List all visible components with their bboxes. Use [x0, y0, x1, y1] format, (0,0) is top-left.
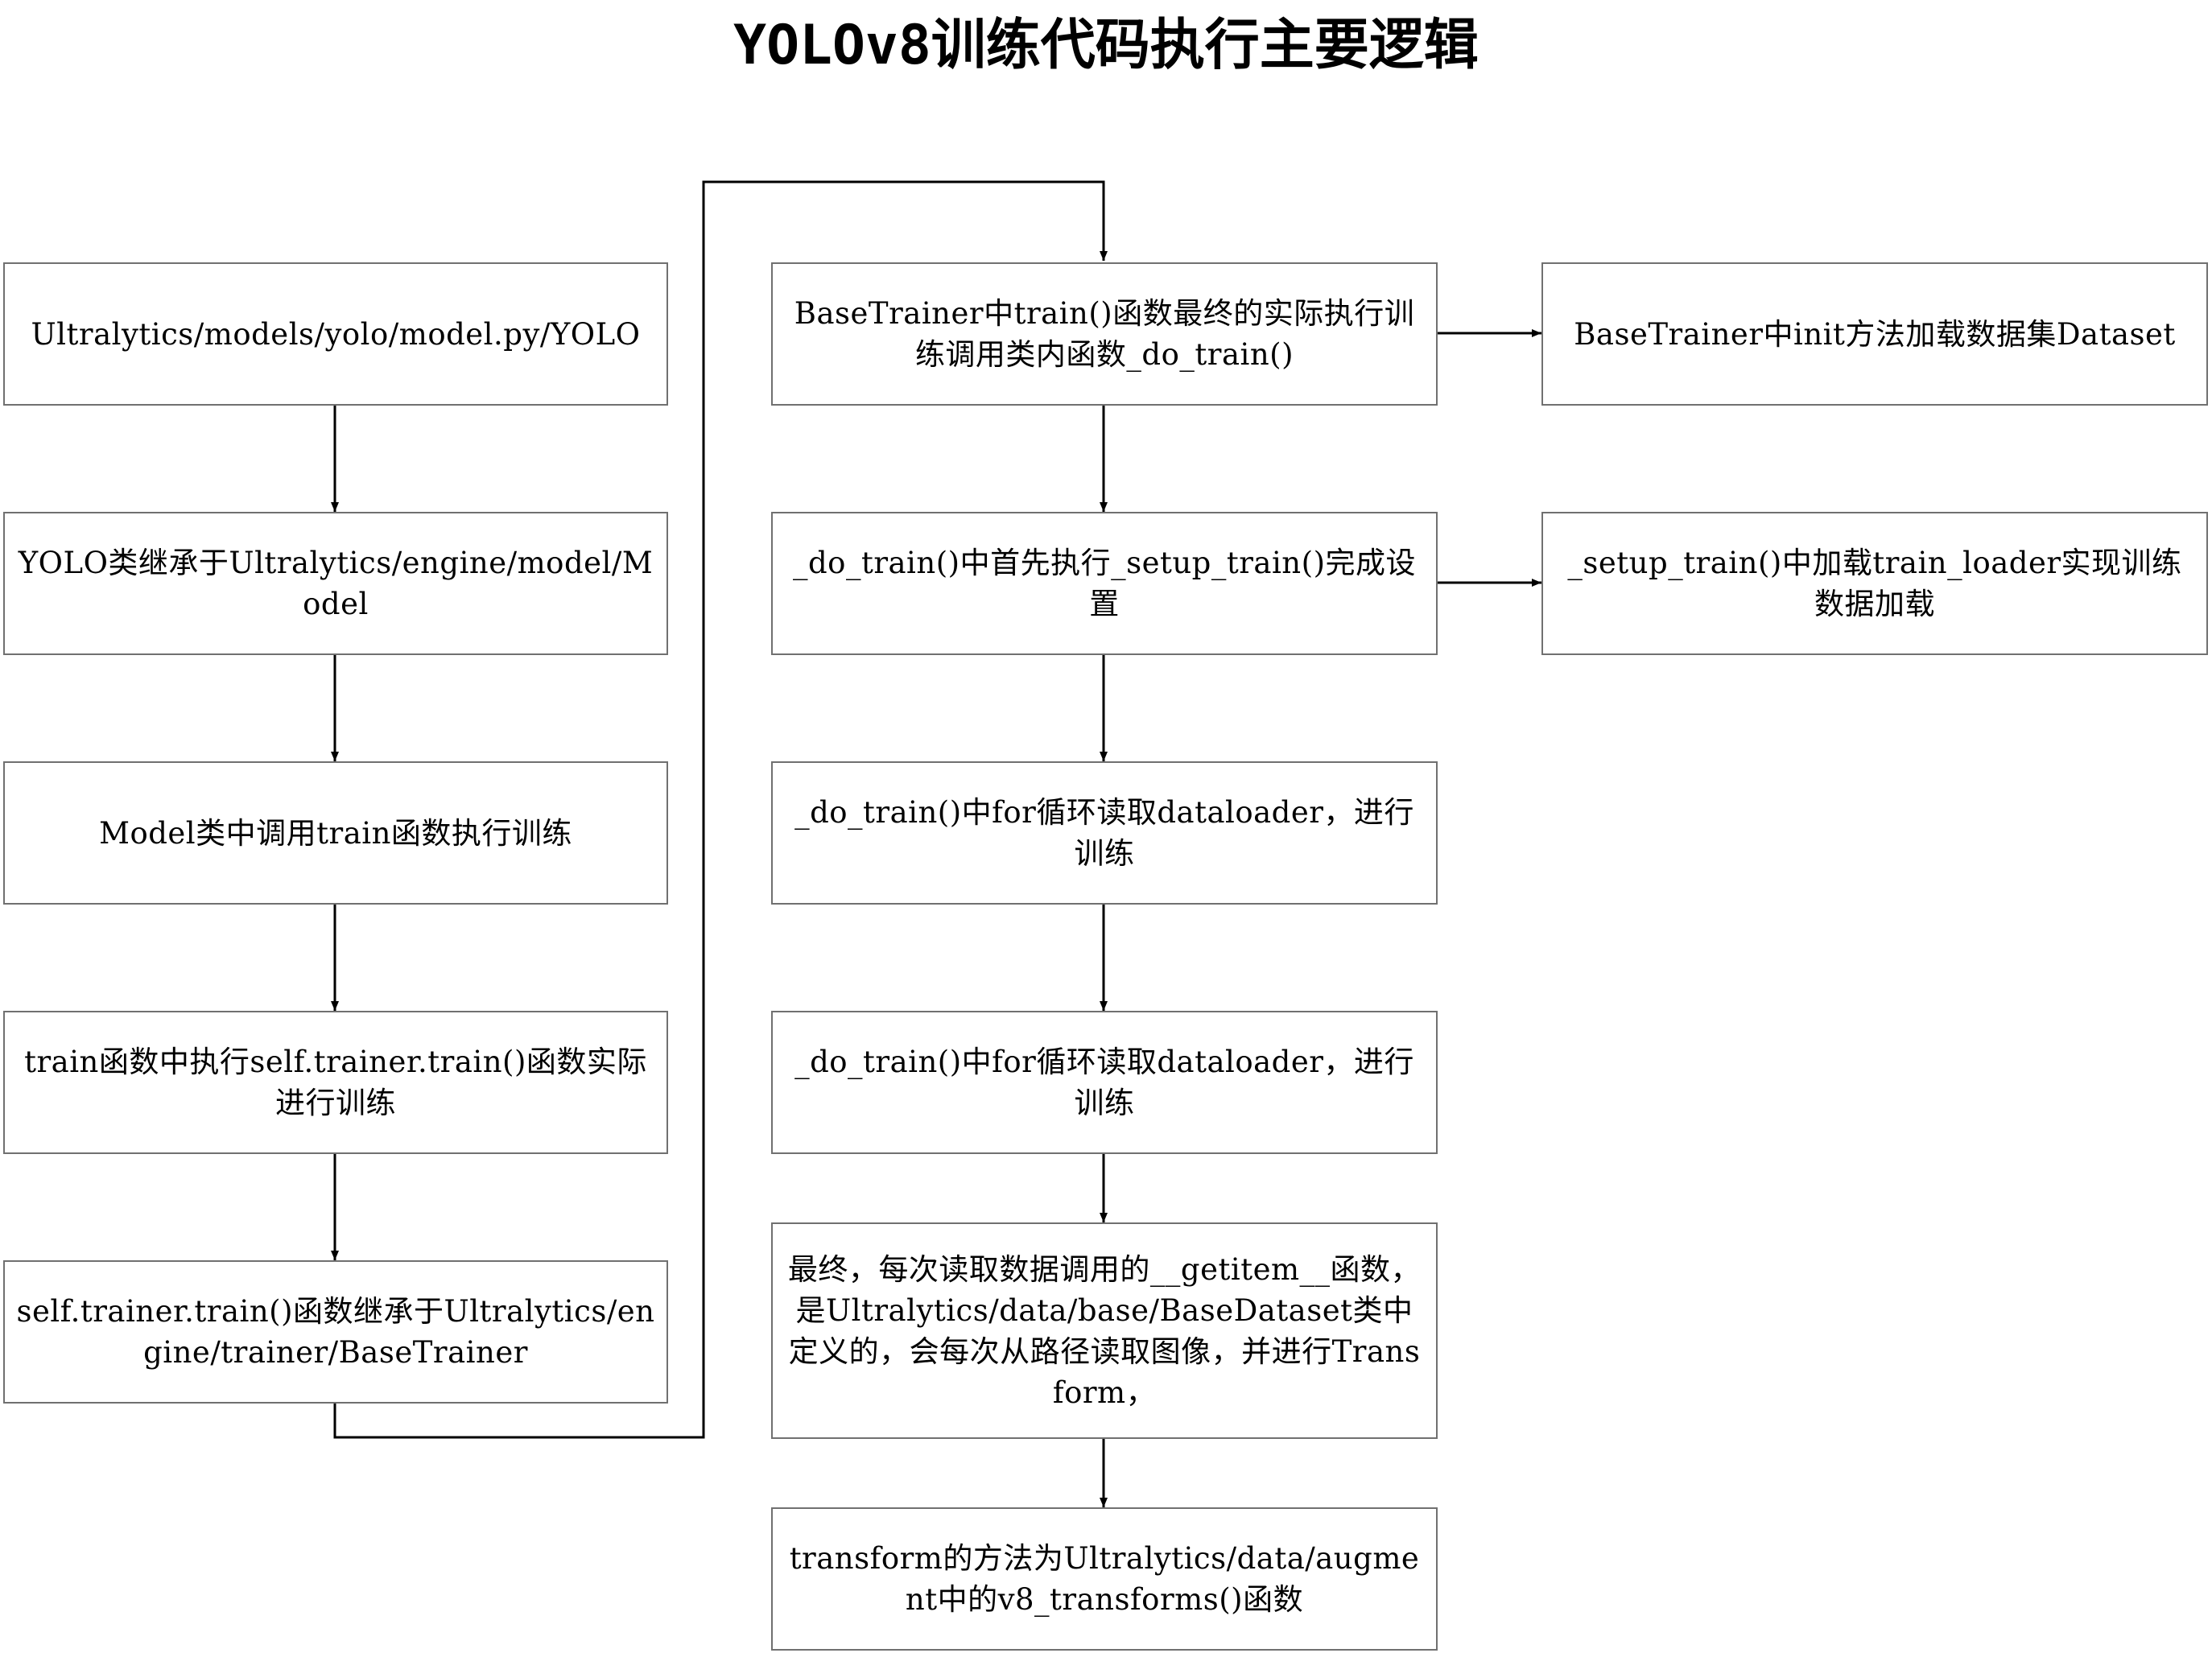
node-yolo-model: Ultralytics/models/yolo/model.py/YOLO [3, 262, 668, 406]
node-yolo-model-label: Ultralytics/models/yolo/model.py/YOLO [31, 316, 641, 352]
node-dataloader-loop-2-label: _do_train()中for循环读取dataloader，进行训练 [794, 1045, 1414, 1120]
node-basetrainer-train: BaseTrainer中train()函数最终的实际执行训练调用类内函数_do_… [771, 262, 1438, 406]
node-yolo-inherits-model-label: YOLO类继承于Ultralytics/engine/model/Model [18, 546, 654, 621]
node-init-dataset: BaseTrainer中init方法加载数据集Dataset [1541, 262, 2208, 406]
node-getitem: 最终，每次读取数据调用的__getitem__函数，是Ultralytics/d… [771, 1222, 1438, 1439]
node-basetrainer-train-label: BaseTrainer中train()函数最终的实际执行训练调用类内函数_do_… [794, 296, 1415, 372]
node-dataloader-loop-1: _do_train()中for循环读取dataloader，进行训练 [771, 761, 1438, 905]
arrow-n5-n6 [333, 180, 1108, 1439]
node-dataloader-loop-2: _do_train()中for循环读取dataloader，进行训练 [771, 1011, 1438, 1154]
node-trainer-inherits-basetrainer: self.trainer.train()函数继承于Ultralytics/eng… [3, 1260, 668, 1404]
node-trainer-train-call-label: train函数中执行self.trainer.train()函数实际进行训练 [24, 1045, 647, 1120]
node-yolo-inherits-model: YOLO类继承于Ultralytics/engine/model/Model [3, 512, 668, 655]
node-transforms-label: transform的方法为Ultralytics/data/augment中的v… [789, 1541, 1420, 1617]
diagram-title: YOLOv8训练代码执行主要逻辑 [733, 14, 1479, 77]
node-trainer-train-call: train函数中执行self.trainer.train()函数实际进行训练 [3, 1011, 668, 1154]
node-train-loader-label: _setup_train()中加载train_loader实现训练数据加载 [1567, 546, 2182, 621]
node-dataloader-loop-1-label: _do_train()中for循环读取dataloader，进行训练 [794, 795, 1414, 871]
node-transforms: transform的方法为Ultralytics/data/augment中的v… [771, 1507, 1438, 1651]
node-model-train: Model类中调用train函数执行训练 [3, 761, 668, 905]
node-setup-train: _do_train()中首先执行_setup_train()完成设置 [771, 512, 1438, 655]
node-train-loader: _setup_train()中加载train_loader实现训练数据加载 [1541, 512, 2208, 655]
node-trainer-inherits-basetrainer-label: self.trainer.train()函数继承于Ultralytics/eng… [16, 1294, 655, 1370]
node-getitem-label: 最终，每次读取数据调用的__getitem__函数，是Ultralytics/d… [787, 1251, 1422, 1410]
node-init-dataset-label: BaseTrainer中init方法加载数据集Dataset [1574, 316, 2176, 352]
node-setup-train-label: _do_train()中首先执行_setup_train()完成设置 [792, 546, 1417, 621]
node-model-train-label: Model类中调用train函数执行训练 [99, 815, 572, 851]
